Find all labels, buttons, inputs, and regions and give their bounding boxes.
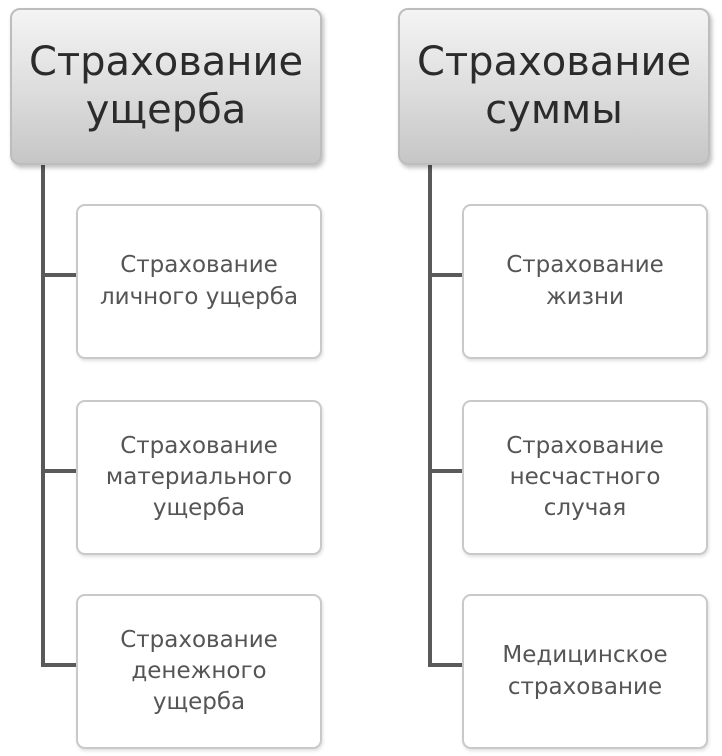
header-damage-insurance-label: Страхование ущерба [28,39,304,133]
right-branch-2 [428,469,464,473]
box-material-damage: Страхование материального ущерба [76,400,322,555]
box-personal-damage: Страхование личного ущерба [76,204,322,359]
box-medical-insurance: Медицинское страхование [462,594,708,749]
left-branch-1 [41,273,77,277]
left-vertical-connector [41,165,45,667]
box-medical-insurance-label: Медицинское страхование [502,642,668,700]
box-monetary-damage: Страхование денежного ущерба [76,594,322,749]
header-sum-insurance-label: Страхование суммы [416,39,692,133]
left-branch-2 [41,469,77,473]
box-accident-insurance-label: Страхование несчастного случая [506,432,664,522]
box-monetary-damage-label: Страхование денежного ущерба [120,626,278,716]
right-branch-1 [428,273,464,277]
right-branch-3 [428,663,464,667]
box-material-damage-label: Страхование материального ущерба [105,432,293,522]
box-accident-insurance: Страхование несчастного случая [462,400,708,555]
header-sum-insurance: Страхование суммы [398,8,710,165]
box-life-insurance-label: Страхование жизни [506,252,664,310]
box-personal-damage-label: Страхование личного ущерба [99,252,299,310]
right-vertical-connector [428,165,432,667]
header-damage-insurance: Страхование ущерба [10,8,322,165]
left-branch-3 [41,663,77,667]
box-life-insurance: Страхование жизни [462,204,708,359]
